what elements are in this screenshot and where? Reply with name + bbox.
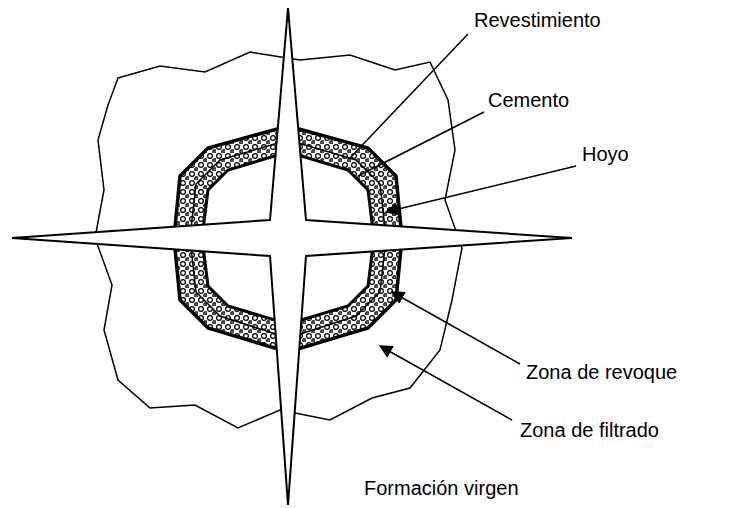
part-label: Revestimiento [474,8,601,32]
leader-line [392,292,520,364]
leader-line [380,346,512,420]
part-label: Formación virgen [364,476,519,500]
perforation-star [12,8,572,505]
leader-line [386,166,576,212]
part-label: Zona de revoque [526,360,677,384]
part-label: Zona de filtrado [520,418,659,442]
leader-line [358,112,484,176]
part-label: Hoyo [582,142,629,166]
leader-line [350,34,468,158]
part-label: Cemento [488,88,569,112]
